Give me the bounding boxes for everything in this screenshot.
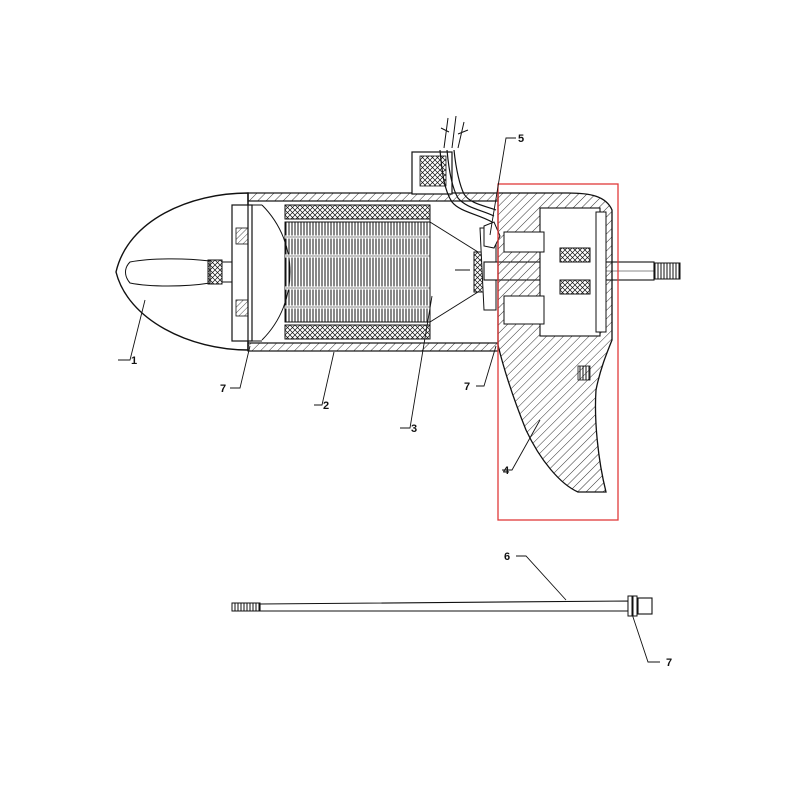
armature	[261, 204, 497, 341]
callout-5: 5	[518, 133, 524, 145]
tie-rod-bolt	[231, 595, 653, 617]
callout-2: 2	[323, 400, 329, 412]
rear-bearing-housing	[231, 204, 262, 342]
callout-7-left: 7	[220, 383, 226, 395]
highlight-box	[497, 183, 619, 521]
callout-3: 3	[411, 423, 417, 435]
lower-unit-skeg	[483, 192, 613, 493]
callout-1: 1	[131, 355, 137, 367]
callout-6: 6	[504, 551, 510, 563]
nose-cone	[115, 192, 249, 351]
leader-lines	[118, 137, 660, 663]
callout-7-bolt: 7	[666, 657, 672, 669]
callout-4: 4	[503, 465, 510, 477]
callout-7-center: 7	[464, 381, 470, 393]
cable-gland	[411, 115, 497, 223]
